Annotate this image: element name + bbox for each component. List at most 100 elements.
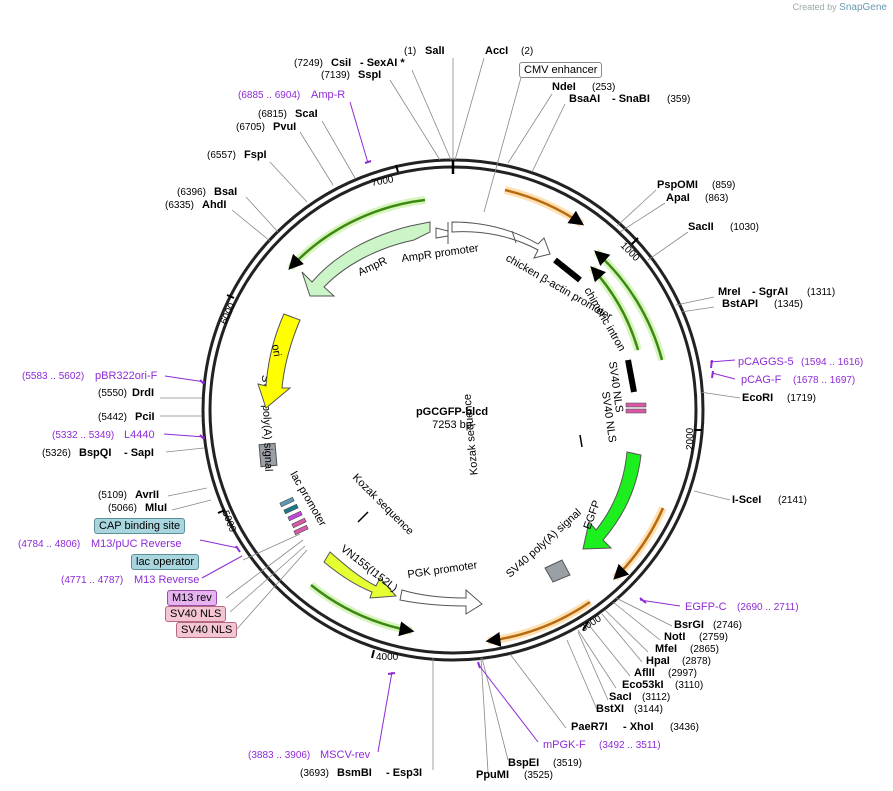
site-pcii[interactable]: PciI <box>135 411 155 423</box>
site-sgrai[interactable]: - SgrAI <box>752 286 788 298</box>
site-pos-acci: (2) <box>521 46 533 57</box>
primer-egfpc[interactable]: EGFP-C <box>685 601 727 613</box>
site-pos-scai: (6815) <box>258 109 287 120</box>
site-eco53ki[interactable]: Eco53kI <box>622 679 664 691</box>
site-sali[interactable]: SalI <box>425 45 445 57</box>
tick-4000: 4000 <box>376 652 399 663</box>
site-sexai[interactable]: - SexAI * <box>360 57 405 69</box>
site-pspomi[interactable]: PspOMI <box>657 179 698 191</box>
site-snabi[interactable]: - SnaBI <box>612 93 650 105</box>
site-pos-hpai: (2878) <box>682 656 711 667</box>
primer-pbr322[interactable]: pBR322ori-F <box>95 370 158 382</box>
site-bsmbi[interactable]: BsmBI <box>337 767 372 779</box>
site-pos-mfei: (2865) <box>690 644 719 655</box>
cba-promoter-feature <box>451 221 551 259</box>
site-bsrgi[interactable]: BsrGI <box>674 619 704 631</box>
restriction-sites[interactable]: (1) SalI AccI (2) (7249) CsiI - SexAI * … <box>42 45 835 781</box>
site-pos-avrii: (5109) <box>98 490 127 501</box>
primer-pcagf[interactable]: pCAG-F <box>741 374 782 386</box>
site-apai[interactable]: ApaI <box>666 192 690 204</box>
site-bspqi[interactable]: BspQI <box>79 447 111 459</box>
intron-bar <box>553 257 582 283</box>
site-aflii[interactable]: AflII <box>634 667 655 679</box>
primer-ampr[interactable]: Amp-R <box>311 89 345 101</box>
site-pos-scei: (2141) <box>778 495 807 506</box>
site-mrei[interactable]: MreI <box>718 286 741 298</box>
site-scai[interactable]: ScaI <box>295 108 318 120</box>
primer-pos-pcaggs5: (1594 .. 1616) <box>801 357 863 368</box>
primer-mscvrev[interactable]: MSCV-rev <box>320 749 371 761</box>
primer-pcaggs5[interactable]: pCAGGS-5 <box>738 356 794 368</box>
site-saci[interactable]: SacI <box>609 691 632 703</box>
plasmid-name: pGCGFP-blcd <box>416 406 488 418</box>
primer-pos-m13puc: (4784 .. 4806) <box>18 539 80 550</box>
site-bstxi[interactable]: BstXI <box>596 703 624 715</box>
lac-operator-box[interactable]: lac operator <box>131 554 200 570</box>
site-csii[interactable]: CsiI <box>331 57 351 69</box>
primer-l4440[interactable]: L4440 <box>124 429 155 441</box>
site-sapi[interactable]: - SapI <box>124 447 154 459</box>
app-name: SnapGene <box>839 2 887 13</box>
site-sacii[interactable]: SacII <box>688 221 714 233</box>
primer-pos-m13rev: (4771 .. 4787) <box>61 575 123 586</box>
site-drdi[interactable]: DrdI <box>132 387 154 399</box>
sv40pa-label-1: SV40 poly(A) signal <box>504 507 584 581</box>
site-esp3i[interactable]: - Esp3I <box>386 767 422 779</box>
primer-mpgkf[interactable]: mPGK-F <box>543 739 586 751</box>
pgk-promoter-feature <box>399 588 483 615</box>
site-pos-eco53ki: (3110) <box>675 680 703 691</box>
site-paer7i[interactable]: PaeR7I <box>571 721 608 733</box>
site-noti[interactable]: NotI <box>664 631 685 643</box>
site-pos-pcii: (5442) <box>98 412 127 423</box>
site-ppumi[interactable]: PpuMI <box>476 769 509 781</box>
site-scei[interactable]: I-SceI <box>732 494 761 506</box>
primers[interactable]: (6885 .. 6904) Amp-R (5583 .. 5602) pBR3… <box>18 89 863 761</box>
site-pos-bsmbi: (3693) <box>300 768 329 779</box>
site-hpai[interactable]: HpaI <box>646 655 670 667</box>
primer-pos-mscvrev: (3883 .. 3906) <box>248 750 310 761</box>
tick-5000: 5000 <box>219 509 238 534</box>
site-mlui[interactable]: MluI <box>145 502 167 514</box>
site-pos-bspei: (3519) <box>553 758 582 769</box>
site-pvui[interactable]: PvuI <box>273 121 296 133</box>
site-mfei[interactable]: MfeI <box>655 643 677 655</box>
sv40nls-bar <box>625 359 637 393</box>
tick-6000: 6000 <box>219 301 239 326</box>
site-pos-drdi: (5550) <box>98 388 127 399</box>
site-pos-csii: (7249) <box>294 58 323 69</box>
site-pos-aflii: (2997) <box>668 668 697 679</box>
sv40-nls-box-2[interactable]: SV40 NLS <box>176 622 238 638</box>
site-pos-bsai: (6396) <box>177 187 206 198</box>
site-bstapi[interactable]: BstAPI <box>722 298 758 310</box>
primer-leaders <box>163 101 736 753</box>
site-ahdi[interactable]: AhdI <box>202 199 226 211</box>
site-pos-sspi: (7139) <box>321 70 350 81</box>
site-pos-ecori: (1719) <box>787 393 816 404</box>
site-sspi[interactable]: SspI <box>358 69 381 81</box>
site-fspi[interactable]: FspI <box>244 149 267 161</box>
site-acci[interactable]: AccI <box>485 45 508 57</box>
ori-label: ori <box>269 343 283 357</box>
m13-rev-box[interactable]: M13 rev <box>167 590 217 606</box>
primer-pos-l4440: (5332 .. 5349) <box>52 430 114 441</box>
site-ecori[interactable]: EcoRI <box>742 392 773 404</box>
cap-binding-site-box[interactable]: CAP binding site <box>94 518 186 534</box>
site-bspei[interactable]: BspEI <box>508 757 539 769</box>
site-pos-mlui: (5066) <box>108 503 137 514</box>
site-pos-bsrgi: (2746) <box>713 620 742 631</box>
site-pos-fspi: (6557) <box>207 150 236 161</box>
pgk-label: PGK promoter <box>407 559 479 581</box>
site-bsai[interactable]: BsaI <box>214 186 237 198</box>
site-xhoi[interactable]: - XhoI <box>623 721 654 733</box>
primer-m13puc[interactable]: M13/pUC Reverse <box>91 538 181 550</box>
site-bsaai[interactable]: BsaAI <box>569 93 600 105</box>
cmv-enhancer-box[interactable]: CMV enhancer <box>519 62 603 78</box>
site-pos-bspqi: (5326) <box>42 448 71 459</box>
site-ndei[interactable]: NdeI <box>552 81 576 93</box>
primer-pos-egfpc: (2690 .. 2711) <box>737 602 799 613</box>
vn155-feature <box>323 551 398 599</box>
primer-m13rev[interactable]: M13 Reverse <box>134 574 199 586</box>
site-pos-noti: (2759) <box>699 632 728 643</box>
sv40-nls-box-1[interactable]: SV40 NLS <box>165 606 227 622</box>
site-avrii[interactable]: AvrII <box>135 489 159 501</box>
